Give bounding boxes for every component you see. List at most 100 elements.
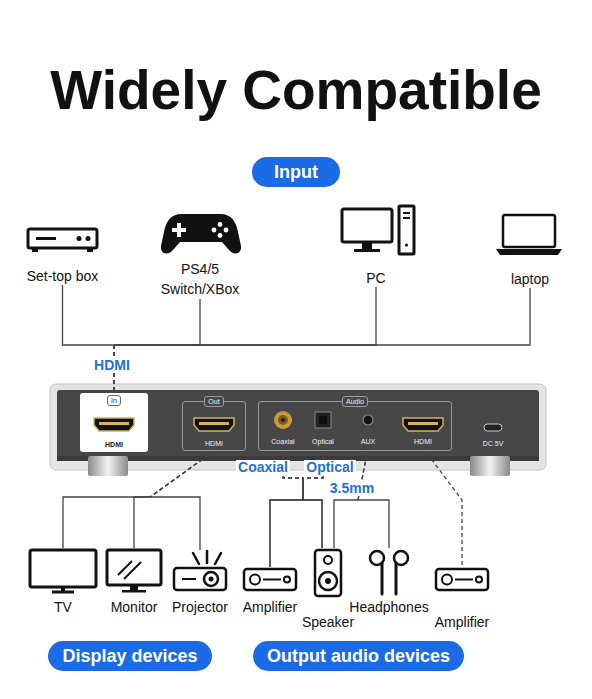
speaker-woofer-center bbox=[325, 578, 331, 584]
hdmi-connector bbox=[194, 418, 234, 431]
port-tab-label: In bbox=[107, 395, 121, 406]
tv-screen bbox=[30, 550, 96, 587]
pc-tower-bay bbox=[403, 212, 410, 214]
connector bbox=[114, 299, 200, 393]
speaker-woofer bbox=[319, 572, 337, 590]
connector bbox=[134, 451, 214, 548]
node-label: AUX bbox=[361, 437, 375, 446]
usb-c-jack bbox=[484, 424, 502, 431]
device: Set-top box bbox=[20, 222, 105, 285]
port: AUX bbox=[348, 404, 388, 448]
node-label: Set-top box bbox=[27, 267, 99, 285]
device: Headphones bbox=[346, 548, 431, 616]
hdmi-connector bbox=[94, 418, 134, 431]
laptop-base bbox=[496, 249, 562, 255]
tv-stand bbox=[52, 591, 74, 594]
earbud-stem bbox=[381, 563, 384, 594]
connector bbox=[150, 451, 214, 550]
connector-dashed-segment bbox=[423, 448, 462, 567]
node-label: laptop bbox=[511, 270, 549, 288]
connector bbox=[63, 285, 115, 393]
set-top-box-foot bbox=[32, 248, 38, 252]
category-pill: Display devices bbox=[48, 641, 211, 671]
connector-segment bbox=[114, 287, 376, 345]
device: TV bbox=[28, 548, 98, 616]
connector bbox=[423, 448, 462, 567]
port-tab-label: Audio bbox=[342, 396, 368, 407]
coaxial-jack-inner bbox=[278, 415, 288, 425]
node-label: Display devices bbox=[62, 645, 197, 667]
device: Amplifier bbox=[240, 567, 300, 616]
device: Amplifier bbox=[432, 567, 492, 631]
monitor-icon bbox=[107, 550, 161, 593]
hdmi-pins bbox=[199, 422, 229, 425]
coaxial-jack bbox=[274, 411, 292, 429]
node-label: PC bbox=[366, 269, 385, 287]
connector bbox=[114, 287, 376, 393]
port: Coaxial bbox=[262, 404, 304, 448]
port: HDMI bbox=[398, 404, 448, 448]
input-port: InHDMI bbox=[80, 393, 148, 452]
device: PS4/5 Switch/XBox bbox=[150, 205, 250, 299]
connector-segment bbox=[134, 497, 150, 548]
device: PC bbox=[330, 203, 422, 287]
port: Optical bbox=[306, 404, 340, 448]
pc-icon bbox=[342, 206, 414, 254]
coaxial-jack-pin bbox=[281, 418, 285, 422]
node-label: Projector bbox=[172, 598, 228, 616]
monitor-glare bbox=[118, 561, 141, 579]
set-top-box-foot bbox=[87, 248, 93, 252]
gamepad-button bbox=[218, 233, 223, 238]
hdmi-shell bbox=[403, 418, 443, 431]
device: Speaker bbox=[299, 548, 357, 631]
connector-dashed-segment bbox=[150, 451, 214, 497]
pc-stand bbox=[362, 242, 372, 249]
gamepad-button bbox=[212, 228, 217, 233]
amplifier-button bbox=[284, 577, 290, 583]
connector-segment bbox=[114, 299, 200, 345]
earbuds-icon bbox=[370, 551, 408, 594]
optical-jack-inner bbox=[319, 416, 327, 424]
converter-device bbox=[50, 384, 546, 476]
amplifier-body bbox=[244, 569, 296, 590]
port: DC 5V bbox=[476, 416, 510, 450]
pc-tower-bay bbox=[403, 217, 410, 219]
hdmi-connector bbox=[403, 418, 443, 431]
category-pill: Output audio devices bbox=[253, 641, 464, 671]
node-label: Output audio devices bbox=[267, 645, 450, 667]
pc-monitor bbox=[342, 209, 392, 242]
amplifier-knob bbox=[442, 575, 452, 585]
projector-lens-center bbox=[209, 577, 214, 582]
connector-segment bbox=[63, 497, 150, 548]
node-label: TV bbox=[54, 598, 72, 616]
speaker-icon bbox=[315, 550, 341, 596]
connector-segment bbox=[63, 285, 115, 345]
aux-jack bbox=[363, 415, 373, 425]
amplifier-display bbox=[455, 579, 473, 581]
projector-body bbox=[174, 568, 226, 590]
device-lip bbox=[57, 456, 539, 461]
connector bbox=[358, 448, 389, 548]
title: Widely Compatible bbox=[0, 0, 592, 123]
connection-label: HDMI bbox=[92, 358, 132, 372]
pc-base bbox=[354, 249, 380, 252]
node-label: Input bbox=[274, 161, 318, 183]
node-label: PS4/5 Switch/XBox bbox=[150, 259, 250, 299]
node-label: DC 5V bbox=[483, 439, 504, 448]
monitor-base bbox=[122, 590, 146, 593]
projector-vent bbox=[182, 578, 196, 580]
device-foot bbox=[88, 456, 128, 476]
gamepad-button bbox=[218, 222, 223, 227]
node-label: Amplifier bbox=[243, 598, 297, 616]
node-label: HDMI bbox=[105, 440, 123, 449]
node-label: Speaker bbox=[302, 613, 354, 631]
earbud-stem bbox=[395, 563, 398, 594]
node-label: Monitor bbox=[111, 598, 158, 616]
node-label: Coaxial bbox=[271, 437, 294, 446]
gamepad-dpad bbox=[177, 223, 181, 237]
laptop-screen bbox=[503, 215, 555, 247]
connection-label: Optical bbox=[304, 460, 355, 474]
gamepad-button bbox=[224, 228, 229, 233]
device: laptop bbox=[490, 210, 570, 288]
connector bbox=[63, 451, 214, 548]
